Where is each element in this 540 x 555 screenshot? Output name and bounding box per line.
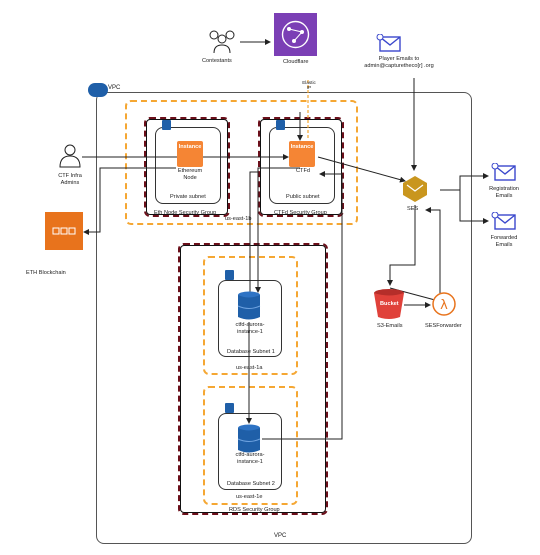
aurora-instance-1-label: ctfd-aurora-instance-1 — [235, 322, 265, 335]
ctfd-instance: Instance — [289, 141, 315, 167]
az-us-east-1b-label: us-east-1b — [225, 216, 252, 222]
vpc-boundary — [96, 92, 472, 544]
admin-user-icon — [58, 144, 82, 168]
ctfd-security-group — [258, 117, 344, 217]
ctfd-sg-label: CTFd Security Group — [274, 210, 327, 216]
db-subnet-2-label: Database Subnet 2 — [227, 481, 275, 487]
db-subnet-1-label: Database Subnet 1 — [227, 349, 275, 355]
s3-bucket-icon: Bucket — [372, 288, 406, 320]
lock-icon — [276, 120, 285, 130]
ctfd-label: CTFd — [296, 168, 310, 174]
mail-icon — [491, 212, 517, 232]
lock-icon — [162, 120, 171, 130]
mail-icon — [376, 34, 402, 54]
contestants-label: Contestants — [202, 58, 232, 64]
lock-icon — [225, 270, 234, 280]
az-us-east-1e-label: us-east-1e — [236, 494, 263, 500]
instance-label: Instance — [178, 144, 202, 150]
az-us-east-1e — [203, 386, 298, 505]
bucket-label: Bucket — [380, 301, 399, 307]
eth-node-security-group — [144, 117, 230, 217]
aurora-instance-2-label: ctfd-aurora-instance-1 — [235, 452, 265, 465]
lambda-icon: λ — [432, 292, 456, 316]
eth-node-sg-label: Eth Node Security Group — [154, 210, 217, 216]
az-us-east-1b — [125, 100, 358, 225]
player-emails-label: Player Emails to admin@capturetheco[r] .… — [364, 56, 434, 69]
ethereum-instance: Instance — [177, 141, 203, 167]
ses-icon — [402, 175, 428, 203]
svg-text:λ: λ — [440, 298, 448, 313]
public-subnet-label: Public subnet — [286, 194, 320, 200]
eth-blockchain-label: ETH Blockchain — [26, 270, 66, 276]
ses-label: SES — [407, 206, 419, 212]
rds-security-group — [178, 243, 328, 515]
cloudflare-icon — [274, 13, 317, 56]
registration-emails-label: Registration Emails — [489, 186, 519, 199]
vpc-cloud-icon — [88, 83, 108, 97]
private-subnet — [155, 127, 221, 204]
az-us-east-1a-label: us-east-1a — [236, 365, 263, 371]
instance-label: Instance — [290, 144, 314, 150]
elastic-ip-label: Elastic IP — [302, 80, 316, 90]
contestants-icon — [205, 27, 239, 55]
cloudflare-glyph — [281, 20, 310, 49]
blockchain-icon — [45, 212, 83, 250]
vpc-tag: VPC — [108, 85, 121, 91]
aurora-db-icon — [237, 291, 261, 321]
vpc-bottom-label: VPC — [274, 533, 287, 539]
forwarded-emails-label: Forwarded Emails — [490, 235, 518, 248]
lock-icon — [225, 403, 234, 413]
aurora-db-icon — [237, 424, 261, 454]
s3-emails-label: S3-Emails — [377, 323, 403, 329]
ethereum-node-label: Ethereum Node — [177, 168, 203, 181]
rds-sg-label: RDS Security Group — [229, 507, 280, 513]
cloudflare-label: Cloudflare — [283, 59, 309, 65]
private-subnet-label: Private subnet — [170, 194, 206, 200]
admins-label: CTF Infra Admins — [58, 173, 82, 186]
ses-forwarder-label: SESForwarder — [425, 323, 462, 329]
mail-icon — [491, 163, 517, 183]
